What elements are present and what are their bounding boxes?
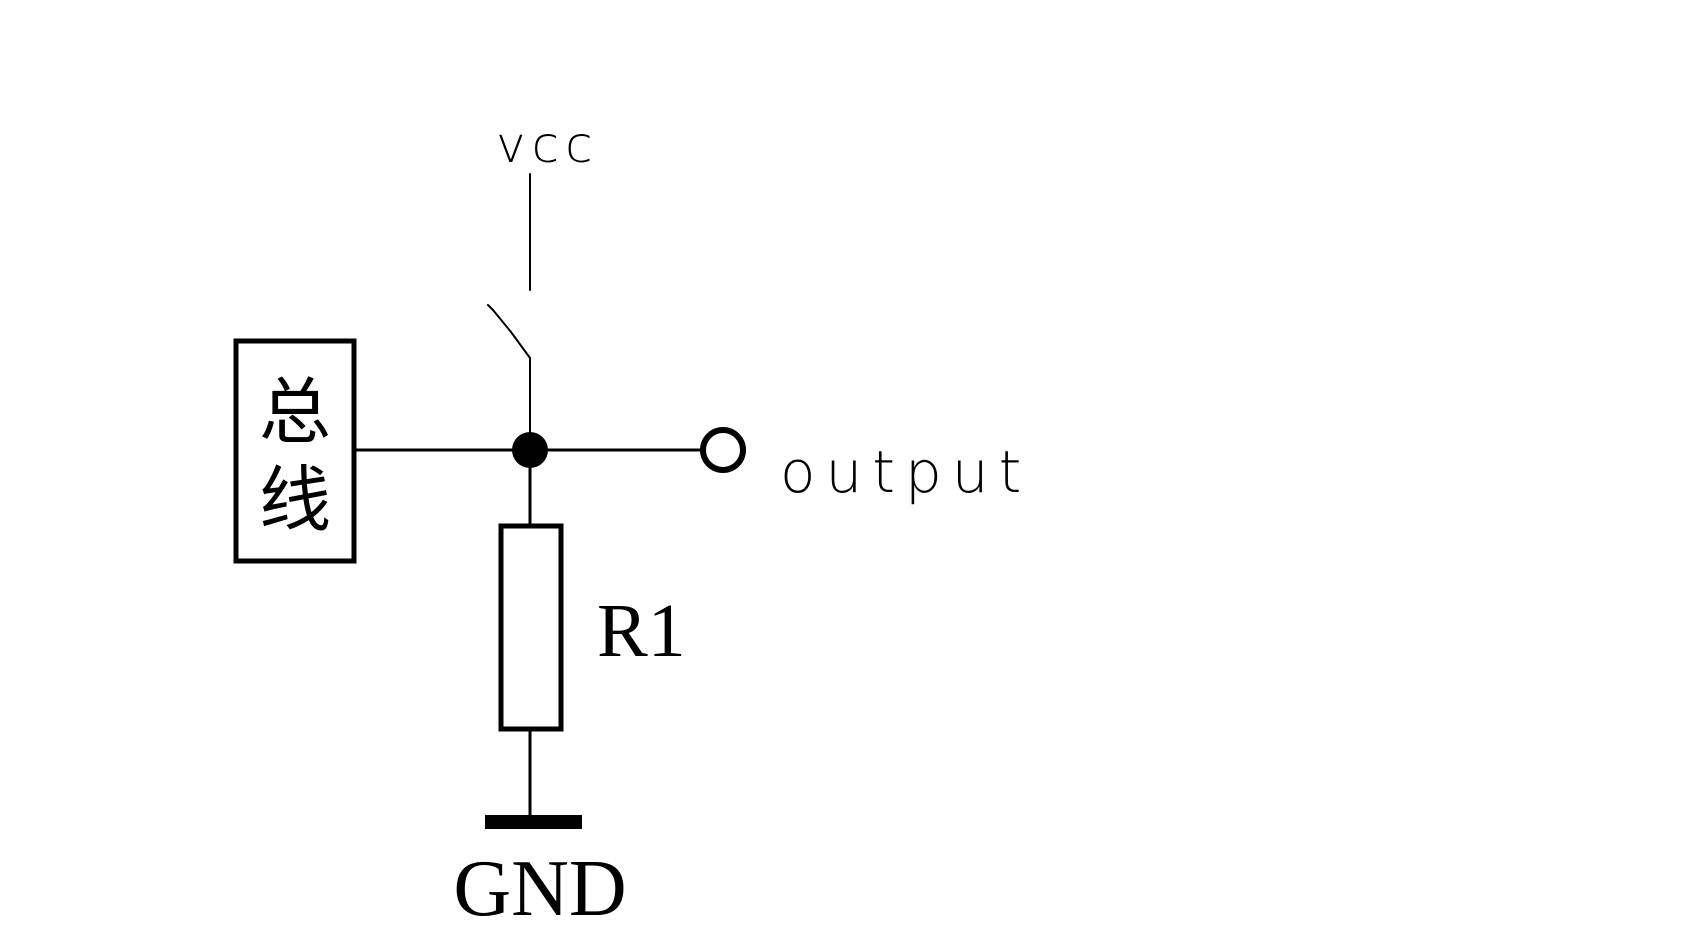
output-terminal xyxy=(700,427,746,473)
vcc-label: vcc xyxy=(496,116,599,174)
output-label: output xyxy=(780,438,1031,506)
bus-char-top: 总 xyxy=(259,373,331,453)
bus-box xyxy=(233,338,357,564)
ground-label: GND xyxy=(453,845,626,927)
resistor-label: R1 xyxy=(597,589,686,673)
bus-char-bottom: 线 xyxy=(259,461,331,541)
resistor-r1 xyxy=(498,523,564,732)
switch-blade xyxy=(487,304,531,359)
ground-bar xyxy=(485,815,582,829)
